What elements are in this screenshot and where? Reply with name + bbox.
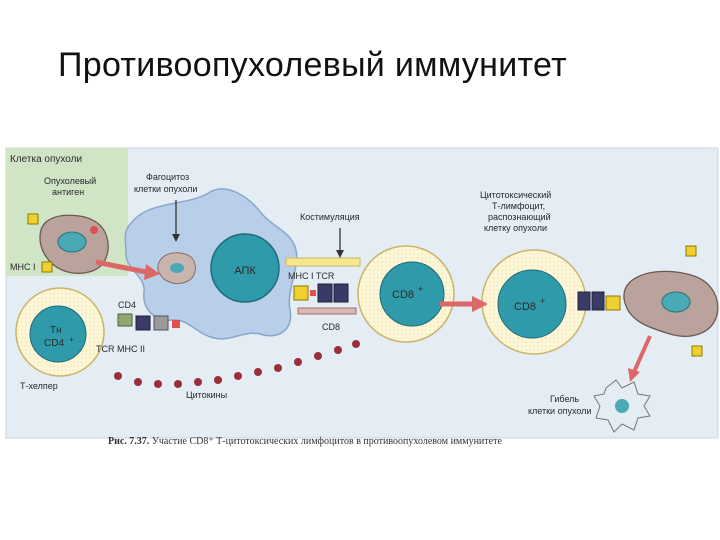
label-tumor-cell: Клетка опухоли (10, 154, 82, 165)
tumor-nucleus-right (661, 291, 691, 313)
mhc1-right (605, 295, 621, 311)
cd8-receptor (297, 307, 357, 315)
label-t-helper: Т-хелпер (20, 381, 58, 391)
label-cd8-mol: CD8 (322, 322, 340, 332)
label-cd4-mol: CD4 (118, 300, 136, 310)
mhc2-antigen (172, 320, 180, 328)
cytokine-dots (114, 340, 360, 388)
figure-caption: Рис. 7.37. Участие CD8⁺ Т-цитотоксически… (108, 436, 502, 447)
label-ctl-1: Цитотоксический (480, 190, 551, 200)
arrow-tumor-to-apc (95, 259, 147, 275)
label-costim: Костимуляция (300, 212, 360, 222)
label-phago-1: Фагоцитоз (146, 172, 189, 182)
arrow-kill-head (628, 368, 640, 382)
slide-title: Противоопухолевый иммунитет (58, 46, 567, 84)
th-cd4-label: CD4 (44, 338, 64, 349)
tumor-nucleus-left (57, 231, 87, 253)
mhc1-right-top (685, 245, 697, 257)
th-cd4-plus: + (69, 335, 74, 344)
label-tumor-antigen-2: антиген (52, 187, 84, 197)
label-death-1: Гибель (550, 394, 579, 404)
apc-label: АПК (234, 265, 256, 277)
engulfed-nucleus (170, 263, 184, 273)
label-cytokines: Цитокины (186, 390, 227, 400)
tcr-right-1 (577, 291, 591, 311)
cd4-molecule (117, 313, 133, 327)
tcr-molecule-th (135, 315, 151, 331)
costim-bar (285, 257, 361, 267)
arrow-phago-head (172, 234, 180, 242)
arrow-kill (632, 335, 652, 373)
label-ctl-2: Т-лимфоцит, (492, 201, 545, 211)
cd8-middle-label: CD8 (392, 289, 414, 301)
caption-text: Участие CD8⁺ Т-цитотоксических лимфоцито… (151, 436, 502, 447)
tcr-right-2 (591, 291, 605, 311)
mhc1-antigen (310, 290, 316, 296)
mhc2-molecule (153, 315, 169, 331)
tumor-antigen-dot (90, 226, 98, 234)
cd8-nucleus-middle (379, 261, 445, 327)
label-tcr-mhc2: TCR MHC II (96, 344, 145, 354)
th-label: Тн (50, 325, 62, 336)
label-tumor-antigen-1: Опухолевый (44, 176, 96, 186)
label-phago-2: клетки опухоли (134, 184, 197, 194)
tcr-complex-1 (317, 283, 333, 303)
arrow-cd8-to-cd8-head (472, 296, 488, 312)
dying-nucleus (615, 399, 629, 413)
mhc1-receptor-left (27, 213, 39, 225)
label-death-2: клетки опухоли (528, 406, 591, 416)
cd8-right-label: CD8 (514, 301, 536, 313)
label-mhc1-tcr: MHC I TCR (288, 271, 335, 281)
mhc1-receptor-left-2 (41, 261, 53, 273)
t-helper-nucleus (29, 305, 87, 363)
mhc1-right-bottom (691, 345, 703, 357)
cd8-right-plus: + (540, 296, 545, 306)
cd8-middle-plus: + (418, 284, 423, 294)
mhc1-complex (293, 285, 309, 301)
apc-nucleus (210, 233, 280, 303)
caption-prefix: Рис. 7.37. (108, 436, 150, 447)
label-ctl-3: распознающий (488, 212, 551, 222)
tcr-complex-2 (333, 283, 349, 303)
arrow-tumor-to-apc-head (144, 264, 160, 280)
label-mhc1-left: MHC I (10, 262, 36, 272)
label-ctl-4: клетку опухоли (484, 223, 547, 233)
arrow-costim-head (336, 250, 344, 258)
cd8-nucleus-right (497, 269, 567, 339)
